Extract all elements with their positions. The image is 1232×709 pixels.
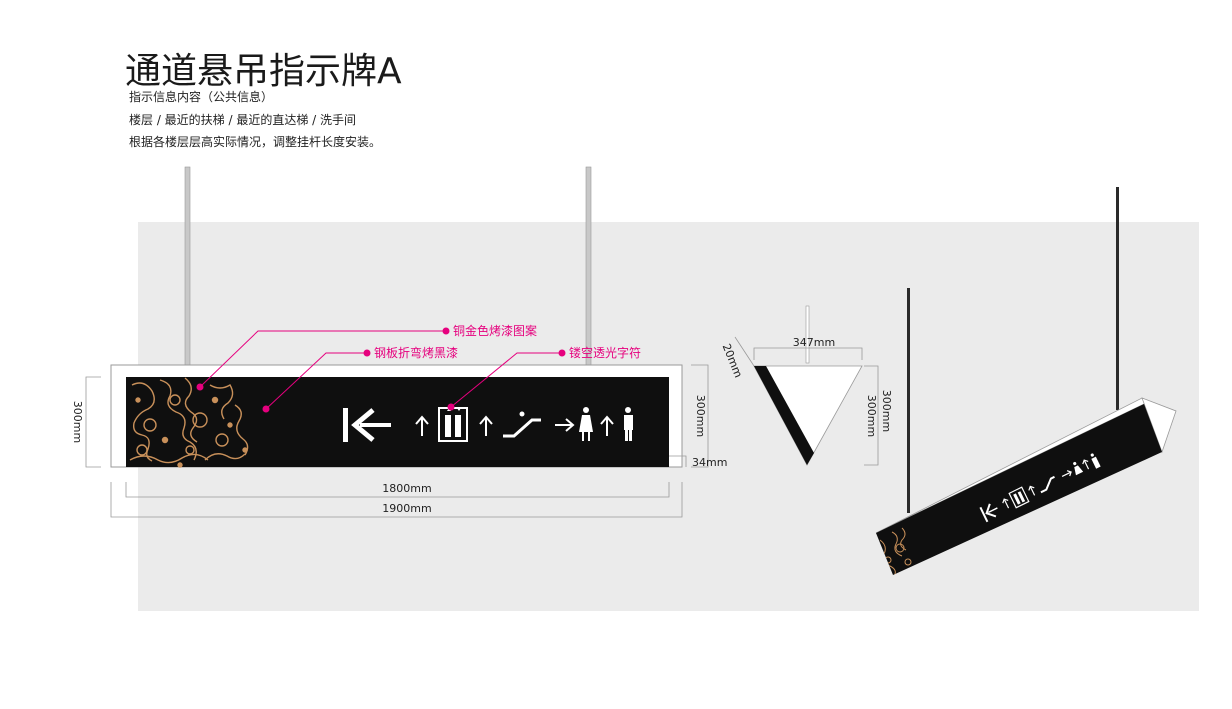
dim-side-height-b: 300mm [865,395,878,437]
front-dimension-lines [85,364,709,518]
logo-icon [979,506,989,523]
perspective-icons [979,453,1101,523]
dim-side-edge: 20mm [720,342,745,380]
callout-lines [199,330,562,410]
arrow-up-icon [415,415,429,436]
escalator-icon [1040,475,1055,494]
side-dimension-lines [734,336,879,466]
dim-thickness: 34mm [692,456,727,469]
female-icon [579,407,593,441]
arrow-up-icon [479,415,493,436]
front-view: 铜金色烤漆图案 钢板折弯烤黑漆 镂空透光字符 300mm 300mm 34mm … [71,166,727,518]
dim-inner-width: 1800mm [382,482,431,495]
description-line-1: 指示信息内容（公共信息） [129,90,274,104]
elevator-icon [1008,486,1030,509]
callout-body-label: 钢板折弯烤黑漆 [374,345,458,360]
dim-side-top: 347mm [793,336,835,349]
callout-pattern-label: 铜金色烤漆图案 [453,323,537,338]
dim-outer-width: 1900mm [382,502,431,515]
sign-icons [343,407,633,442]
sign-face [126,377,669,467]
dim-front-height-left: 300mm [71,401,84,443]
perspective-rod-left [907,288,910,513]
arrow-up-icon [1082,459,1090,470]
hanging-rod-right [585,166,592,366]
side-profile-black [754,366,814,465]
arrow-right-icon [1061,470,1072,477]
arrow-up-icon [1002,498,1010,509]
hanging-rod-left [184,166,191,366]
logo-icon [343,408,391,442]
dim-side-height-a: 300mm [880,390,893,432]
callout-dots [196,327,566,413]
perspective-face [876,404,1162,575]
perspective-view [875,187,1177,575]
page-title: 通道悬吊指示牌A [125,51,402,92]
copper-pattern [129,377,249,468]
side-hanging-rod [805,305,810,364]
male-icon [624,407,633,441]
perspective-rod-right [1116,187,1119,410]
arrow-up-icon [600,415,614,436]
callout-cutout-label: 镂空透光字符 [569,345,641,360]
arrow-up-icon [1028,485,1036,496]
arrow-right-icon [555,418,575,432]
perspective-end-cap [1141,397,1177,454]
escalator-icon [503,411,541,438]
description-line-3: 根据各楼层层高实际情况，调整挂杆长度安装。 [129,135,382,149]
female-icon [1074,465,1084,476]
male-icon [1091,456,1101,469]
side-view: 347mm 20mm 300mm 300mm [720,305,893,466]
dim-front-height-right: 300mm [694,395,707,437]
description-line-2: 楼层 / 最近的扶梯 / 最近的直达梯 / 洗手间 [129,113,357,127]
